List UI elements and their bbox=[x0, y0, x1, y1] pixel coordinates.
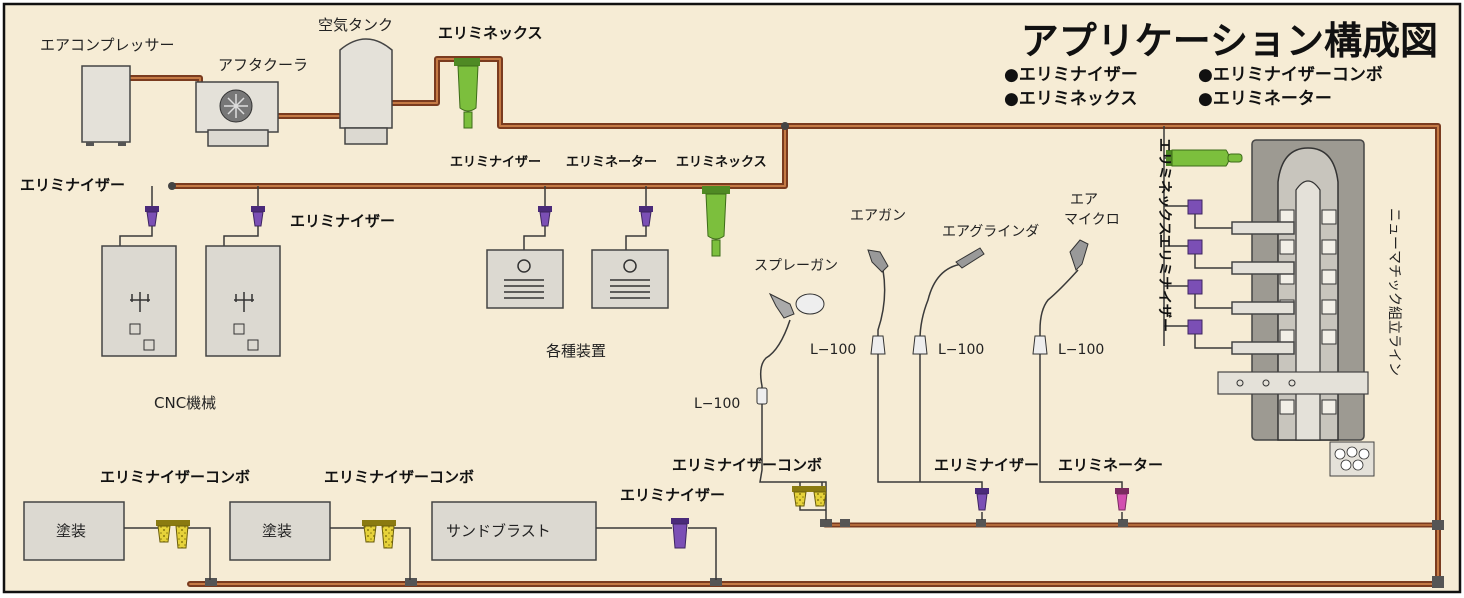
lubricator-airgun bbox=[870, 335, 886, 355]
filter-device-1 bbox=[538, 206, 552, 227]
label-l100-spray: L−100 bbox=[694, 396, 740, 412]
elimix-filter-top bbox=[454, 58, 480, 129]
label-air-gun: エアガン bbox=[850, 208, 906, 224]
label-compressor: エアコンプレッサー bbox=[40, 36, 175, 54]
label-air-grinder: エアグラインダ bbox=[942, 224, 1039, 240]
paint-station-2 bbox=[229, 501, 331, 561]
cnc-section bbox=[101, 186, 281, 357]
bottom-stations bbox=[23, 501, 717, 580]
air-tank bbox=[339, 38, 393, 145]
label-cnc-filter-right: エリミナイザー bbox=[290, 212, 395, 230]
label-sandblast: サンドブラスト bbox=[446, 522, 551, 540]
label-devices: 各種装置 bbox=[546, 342, 606, 360]
label-branch-eliminator: エリミネーター bbox=[566, 155, 657, 170]
label-line-eliminizer: エリミナイザー bbox=[1156, 234, 1172, 332]
assembly-line bbox=[1163, 126, 1375, 477]
label-bottom-eliminizer: エリミナイザー bbox=[620, 486, 725, 504]
label-aftercooler: アフタクーラ bbox=[218, 56, 308, 74]
label-cnc-filter-left: エリミナイザー bbox=[20, 176, 125, 194]
air-micro-icon bbox=[1069, 239, 1089, 271]
legend: ●エリミナイザー ●エリミナイザーコンボ ●エリミネックス ●エリミネーター bbox=[1004, 65, 1383, 109]
label-tools-eliminizer: エリミナイザー bbox=[934, 456, 1039, 474]
legend-eliminator: ●エリミネーター bbox=[1198, 89, 1332, 109]
aftercooler bbox=[195, 81, 279, 147]
eliminizer-filter-cnc-1 bbox=[145, 206, 159, 227]
label-line-elimix: エリミネックス bbox=[1156, 138, 1172, 236]
eliminizer-filter-sandblast bbox=[671, 518, 689, 549]
legend-eliminizer-combo: ●エリミナイザーコンボ bbox=[1198, 65, 1383, 85]
label-tools-eliminator: エリミネーター bbox=[1058, 456, 1163, 474]
combo-filter-paint-1 bbox=[156, 520, 190, 549]
label-bottom-combo-2: エリミナイザーコンボ bbox=[324, 468, 474, 486]
cnc-machine-1 bbox=[101, 245, 177, 357]
combo-filter-spray bbox=[792, 486, 827, 507]
lubricator-grinder bbox=[912, 335, 928, 355]
tools-section bbox=[756, 239, 1129, 520]
lubricator-spray bbox=[756, 387, 768, 405]
label-air-micro-1: エア bbox=[1070, 192, 1098, 208]
diagram-title: アプリケーション構成図 bbox=[1021, 19, 1438, 63]
elimix-filter-branch bbox=[702, 186, 730, 257]
eliminizer-filter-tools bbox=[975, 488, 989, 511]
air-gun-icon bbox=[867, 249, 889, 273]
label-cnc: CNC機械 bbox=[154, 394, 216, 412]
eliminizer-filter-cnc-2 bbox=[251, 206, 265, 227]
legend-elimix: ●エリミネックス bbox=[1004, 89, 1137, 109]
device-2 bbox=[591, 249, 669, 309]
label-line-name: ニューマチック組立ライン bbox=[1386, 208, 1402, 376]
label-branch-eliminizer: エリミナイザー bbox=[450, 155, 541, 170]
combo-filter-paint-2 bbox=[362, 520, 396, 549]
paint-station-1 bbox=[23, 501, 125, 561]
devices-section bbox=[486, 186, 730, 309]
label-branch-elimix: エリミネックス bbox=[676, 155, 767, 170]
air-grinder-icon bbox=[955, 247, 985, 269]
legend-eliminizer: ●エリミナイザー bbox=[1004, 65, 1138, 85]
label-air-micro-2: マイクロ bbox=[1064, 212, 1120, 228]
eliminator-filter-micro bbox=[1115, 488, 1129, 511]
spray-gun-icon bbox=[768, 292, 825, 319]
line-filters bbox=[1187, 199, 1203, 335]
label-l100-grinder: L−100 bbox=[938, 342, 984, 358]
elimix-filter-line bbox=[1166, 149, 1243, 167]
cnc-machine-2 bbox=[205, 245, 281, 357]
label-spray-gun: スプレーガン bbox=[754, 258, 838, 274]
label-bottom-combo-1: エリミナイザーコンボ bbox=[100, 468, 250, 486]
label-air-tank: 空気タンク bbox=[318, 16, 393, 34]
device-1 bbox=[486, 249, 564, 309]
sandblast-station bbox=[431, 501, 597, 561]
label-l100-micro: L−100 bbox=[1058, 342, 1104, 358]
label-paint-1: 塗装 bbox=[56, 522, 86, 540]
label-tools-combo: エリミナイザーコンボ bbox=[672, 456, 822, 474]
lubricator-micro bbox=[1032, 335, 1048, 355]
label-paint-2: 塗装 bbox=[262, 522, 292, 540]
filter-device-2 bbox=[639, 206, 653, 227]
label-l100-airgun: L−100 bbox=[810, 342, 856, 358]
compressor bbox=[81, 65, 131, 146]
main-piping bbox=[125, 56, 1444, 588]
label-elimix-top: エリミネックス bbox=[438, 24, 543, 42]
